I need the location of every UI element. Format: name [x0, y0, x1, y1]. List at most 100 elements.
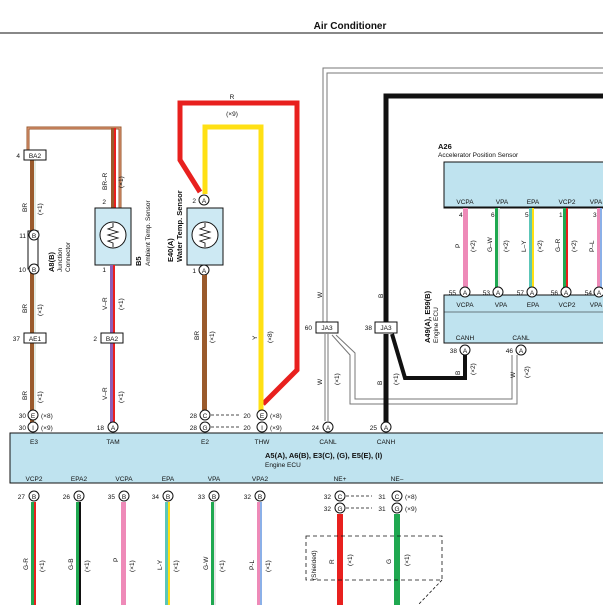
- e3-pin-e-letter: E: [31, 413, 36, 420]
- engine-ecu-box: [9, 432, 603, 484]
- thw-note-x8: (×8): [270, 413, 282, 420]
- note-x2-w: (×2): [524, 366, 531, 378]
- ba2-left-pin: 4: [16, 153, 20, 160]
- note-x8-y: (×8): [267, 331, 274, 343]
- bot-wire-label-0: G-R: [23, 558, 30, 570]
- ecu-bottom-pins: B 27 B 26 B 35 B 34 B 33 B 32 C 32 G 32 …: [18, 490, 417, 514]
- ba2-left-label: BA2: [29, 153, 42, 160]
- accel-wire-p: P: [455, 244, 462, 248]
- ja3-left-label: JA3: [321, 325, 333, 332]
- accel-pins: VCPA VPA EPA VCP2 VPA 4 6 5 1 3: [456, 199, 603, 219]
- e2-pin-g: [199, 421, 211, 433]
- ambient-code: B5: [134, 256, 143, 266]
- bot-wire-label-3: L-Y: [157, 559, 164, 570]
- note-x1-d: (×1): [118, 176, 125, 188]
- junction-pin-letter-bot: B: [32, 267, 36, 274]
- accel-wire-pl: P–L: [589, 240, 596, 252]
- ecu-bot-label-5: VPA2: [252, 476, 269, 483]
- bot-wire-label-r: R: [329, 559, 336, 564]
- ecu-bot-label-4: VPA: [208, 476, 221, 483]
- accel-pin-num-1: 6: [491, 212, 495, 219]
- wire-v-r: [110, 265, 115, 425]
- water-code: E40(A): [166, 238, 175, 262]
- canh-pin-letter: A: [384, 425, 389, 432]
- ba2-right-pin: 2: [93, 336, 97, 343]
- canl-pin-letter: A: [326, 425, 331, 432]
- bot-wire-label-1: G-B: [68, 558, 75, 570]
- ecu-bot-letter-1: B: [77, 494, 81, 501]
- note-x1-g: (×1): [209, 331, 216, 343]
- accel-wire-ly: L–Y: [521, 240, 528, 252]
- e3-pin-e: [27, 409, 39, 421]
- accel-code: A26: [438, 142, 452, 151]
- bot-wire-note-3: (×1): [173, 560, 180, 572]
- accel-wire-gr: G–R: [555, 238, 562, 252]
- aux-label-1: EPA: [527, 302, 540, 309]
- accel-wire-gw: G–W: [487, 236, 494, 252]
- thw-note-x9: (×9): [270, 425, 282, 432]
- canh-pin-num: 25: [370, 425, 378, 432]
- bot-wire-note-2: (×1): [129, 560, 136, 572]
- ecu-label-e2: E2: [201, 439, 209, 446]
- aux-pin-2-num: 56: [551, 290, 559, 297]
- aux-canl-letter: A: [519, 348, 524, 355]
- wire-label-v-r-1: V–R: [102, 297, 109, 310]
- canh-pin: [380, 421, 392, 433]
- engine-ecu-code: A5(A), A6(B), E3(C), (G), E5(E), (I): [265, 451, 383, 460]
- ambient-temp-sensor: [94, 207, 132, 266]
- aux-pin-3-num: 54: [585, 290, 593, 297]
- ecu-label-tam: TAM: [106, 439, 119, 446]
- ecu-label-e3: E3: [30, 439, 38, 446]
- ecu-bot-letter-5: B: [258, 494, 262, 501]
- accel-pin-label-1: VPA: [496, 199, 509, 206]
- note-x1-w: (×1): [334, 373, 341, 385]
- thw-pin-e-letter: E: [260, 413, 265, 420]
- ja3-left-connector: [315, 321, 339, 334]
- aux-pin-2-letter: A: [564, 290, 569, 297]
- water-name: Water Temp. Sensor: [175, 190, 184, 262]
- accel-pin-num-2: 5: [525, 212, 529, 219]
- aux-pin-vcpa-letter: A: [463, 290, 468, 297]
- aux-canh-letter: A: [463, 348, 468, 355]
- accel-pin-num-0: 4: [459, 212, 463, 219]
- bot-wire-label-4: G-W: [203, 556, 210, 570]
- ecu-label-canl: CANL: [319, 439, 337, 446]
- aux-canh-num: 38: [450, 348, 458, 355]
- ae1-label: AE1: [29, 336, 42, 343]
- aux-label-0: VPA: [495, 302, 508, 309]
- ja3-left-pin: 60: [305, 325, 313, 332]
- bot-wire-label-5: P-L: [249, 560, 256, 571]
- ecu-bot-label-ne2: NE–: [391, 476, 404, 483]
- wire-label-br-3: BR: [22, 391, 29, 400]
- tam-pin-letter: A: [111, 425, 116, 432]
- wire-b-canh: [390, 333, 467, 380]
- accel-pin-num-4: 3: [593, 212, 597, 219]
- junction-pin-letter-top: B: [32, 233, 36, 240]
- e3-pin-i: [27, 421, 39, 433]
- accel-note-2: (×2): [503, 240, 510, 252]
- ecu-bot-pin-3: 34: [152, 494, 160, 501]
- ecu-bot-letter-0: B: [32, 494, 36, 501]
- note-x1-b: (×1): [37, 304, 44, 316]
- ecu-bot-pin-2: 35: [108, 494, 116, 501]
- e2-pin-c-num: 28: [190, 413, 198, 420]
- accel-pin-label-0: VCPA: [456, 199, 474, 206]
- junction-name-2: Connector: [65, 241, 72, 272]
- aux-label-3: VPA: [590, 302, 603, 309]
- junction-name-1: Junction: [57, 247, 64, 272]
- note-x1-a: (×1): [37, 203, 44, 215]
- e3-note-x8: (×8): [41, 413, 53, 420]
- wire-br-e3: [26, 126, 122, 425]
- tam-pin: [107, 421, 119, 433]
- shield-box: [305, 535, 443, 581]
- note-x9-top: (×9): [226, 111, 238, 118]
- wire-label-b-1: B: [378, 294, 385, 298]
- aux-pin-1-num: 57: [517, 290, 525, 297]
- water-pin-top: [198, 194, 210, 206]
- junction-pin-bot: 10: [19, 267, 27, 274]
- wire-label-br-1: BR: [22, 203, 29, 212]
- aux-pin-3: [593, 286, 603, 298]
- ja3-right-label: JA3: [380, 325, 392, 332]
- bot-wire-note-4: (×1): [219, 560, 226, 572]
